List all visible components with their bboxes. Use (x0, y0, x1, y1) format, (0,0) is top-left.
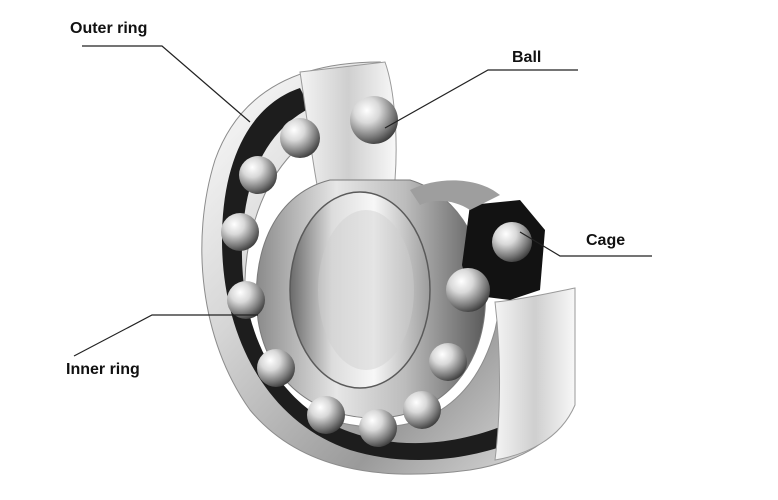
label-outer-ring: Outer ring (70, 20, 148, 37)
ball-4 (221, 213, 259, 251)
label-cage: Cage (586, 232, 626, 249)
ball-9 (403, 391, 441, 429)
ball-10 (429, 343, 467, 381)
ball-1 (280, 118, 320, 158)
leader-cage (519, 231, 652, 257)
ball-8 (359, 409, 397, 447)
leader-ball (384, 69, 578, 129)
balls (221, 96, 532, 447)
leader-inner-ring (73, 314, 258, 357)
label-inner-ring: Inner ring (66, 361, 140, 378)
ball-7 (307, 396, 345, 434)
ball-5 (227, 281, 265, 319)
ball-2 (350, 96, 398, 144)
inner-ring (255, 179, 487, 419)
leader-outer-ring (82, 45, 251, 123)
leader-lines (73, 45, 652, 357)
label-ball: Ball (512, 49, 542, 66)
ball-6 (257, 349, 295, 387)
outer-ring (201, 61, 576, 475)
ball-11 (446, 268, 490, 312)
ball-12 (492, 222, 532, 262)
ball-3 (239, 156, 277, 194)
